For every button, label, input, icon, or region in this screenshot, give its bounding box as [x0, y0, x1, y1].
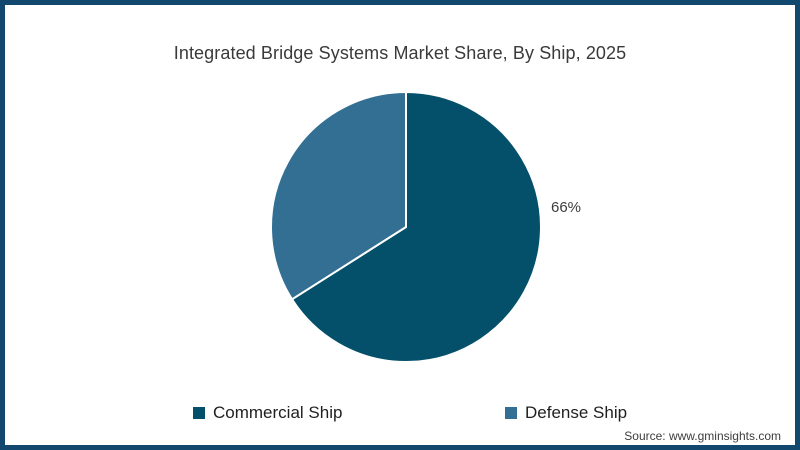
legend-item-defense-ship: Defense Ship	[505, 403, 627, 423]
source-attribution: Source: www.gminsights.com	[624, 429, 781, 443]
legend-item-commercial-ship: Commercial Ship	[193, 403, 342, 423]
pie-chart	[270, 91, 543, 363]
pie-slice-defense-ship	[270, 91, 407, 301]
pie-slice-commercial-ship	[291, 91, 543, 363]
legend-label-defense-ship: Defense Ship	[525, 403, 628, 422]
legend-marker-commercial-ship-icon	[193, 407, 205, 419]
legend: Commercial Ship Defense Ship	[5, 403, 795, 425]
chart-title: Integrated Bridge Systems Market Share, …	[173, 43, 627, 63]
legend-label-commercial-ship: Commercial Ship	[213, 403, 343, 422]
legend-marker-defense-ship-icon	[505, 407, 517, 419]
slice-data-label-commercial-ship: 66%	[551, 199, 582, 216]
